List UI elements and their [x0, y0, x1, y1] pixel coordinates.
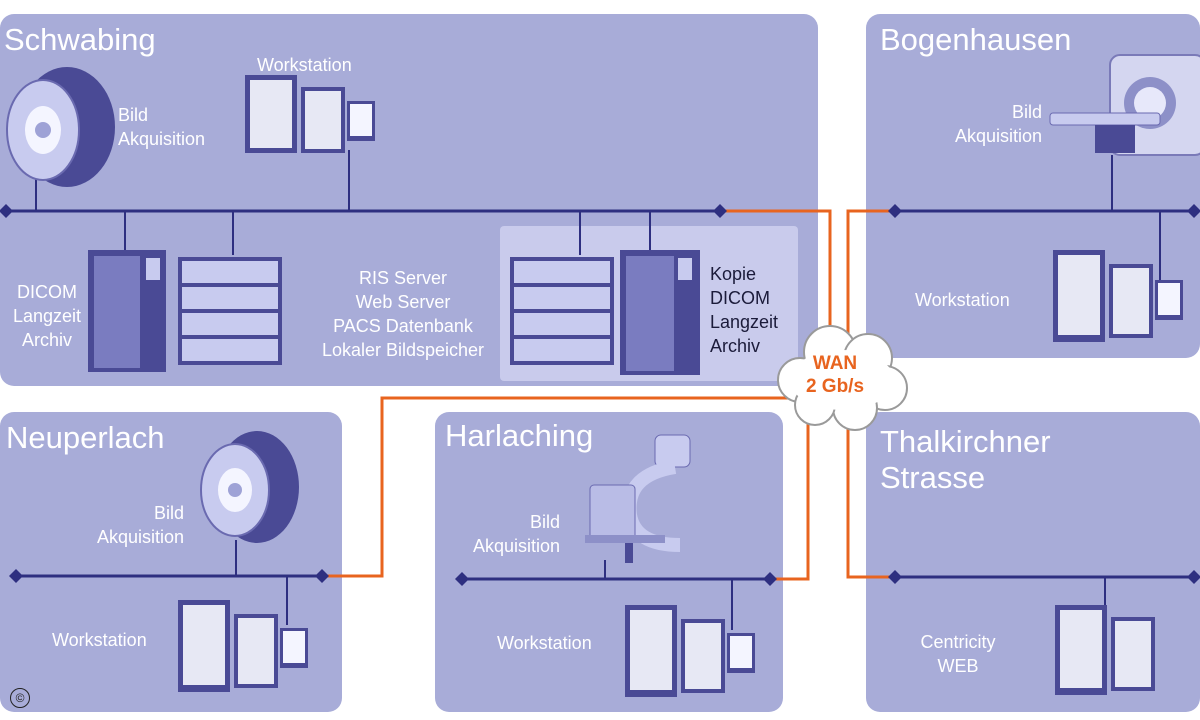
bus-endpoint-icon — [713, 204, 727, 218]
wan-links — [322, 209, 895, 581]
ct-scanner-icon — [1049, 54, 1200, 156]
workstation-monitors-icon — [178, 600, 308, 692]
neuperlach-workstation-label: Workstation — [52, 630, 147, 650]
workstation-monitors-icon — [245, 75, 375, 153]
bus-endpoint-icon — [888, 204, 902, 218]
wan-link-schwabing — [720, 209, 832, 340]
mri-scanner-icon — [6, 67, 115, 187]
wan-link-thalkirchner — [846, 420, 895, 579]
bogenhausen-workstation-label: Workstation — [915, 290, 1010, 310]
bus-endpoints — [0, 204, 1200, 586]
site-title-thalkirchner: Thalkirchner Strasse — [880, 424, 1051, 495]
server-rack-icon — [178, 257, 282, 365]
site-title-bogenhausen: Bogenhausen — [880, 22, 1072, 57]
neuperlach-acquisition-label: Bild Akquisition — [96, 503, 184, 547]
server-rack-icon — [510, 257, 614, 365]
drop-lines — [35, 150, 1161, 630]
bus-endpoint-icon — [9, 569, 23, 583]
wan-link-neuperlach — [322, 396, 790, 578]
bus-endpoint-icon — [888, 570, 902, 584]
workstation-monitors-icon — [1055, 605, 1155, 695]
copyright-symbol: © — [10, 688, 30, 708]
bogenhausen-acquisition-label: Bild Akquisition — [954, 102, 1042, 146]
schwabing-acquisition-label: Bild Akquisition — [118, 105, 206, 149]
site-title-schwabing: Schwabing — [4, 22, 156, 57]
schwabing-copy-archive-label: Kopie DICOM Langzeit Archiv — [710, 264, 779, 356]
archive-tower-icon — [88, 250, 166, 372]
thalkirchner-centricity-label: Centricity WEB — [920, 632, 996, 676]
schwabing-server-label: RIS Server Web Server PACS Datenbank Lok… — [321, 268, 485, 360]
workstation-monitors-icon — [1053, 250, 1183, 342]
bus-endpoint-icon — [455, 572, 469, 586]
c-arm-icon — [585, 434, 691, 563]
harlaching-acquisition-label: Bild Akquisition — [472, 512, 560, 556]
archive-tower-icon — [620, 250, 700, 375]
wan-label: WAN 2 Gb/s — [805, 353, 865, 397]
bus-endpoint-icon — [763, 572, 777, 586]
schwabing-archive-label: DICOM Langzeit Archiv — [12, 282, 82, 350]
bus-endpoint-icon — [0, 204, 13, 218]
site-title-harlaching: Harlaching — [445, 418, 594, 453]
workstation-monitors-icon — [625, 605, 755, 697]
schwabing-workstation-label: Workstation — [257, 55, 352, 75]
wan-link-bogenhausen — [846, 209, 895, 340]
site-title-neuperlach: Neuperlach — [6, 420, 165, 455]
wan-link-harlaching — [770, 420, 810, 581]
bus-endpoint-icon — [1187, 204, 1200, 218]
bus-endpoint-icon — [315, 569, 329, 583]
mri-scanner-icon — [200, 431, 299, 543]
bus-endpoint-icon — [1187, 570, 1200, 584]
harlaching-workstation-label: Workstation — [497, 633, 592, 653]
